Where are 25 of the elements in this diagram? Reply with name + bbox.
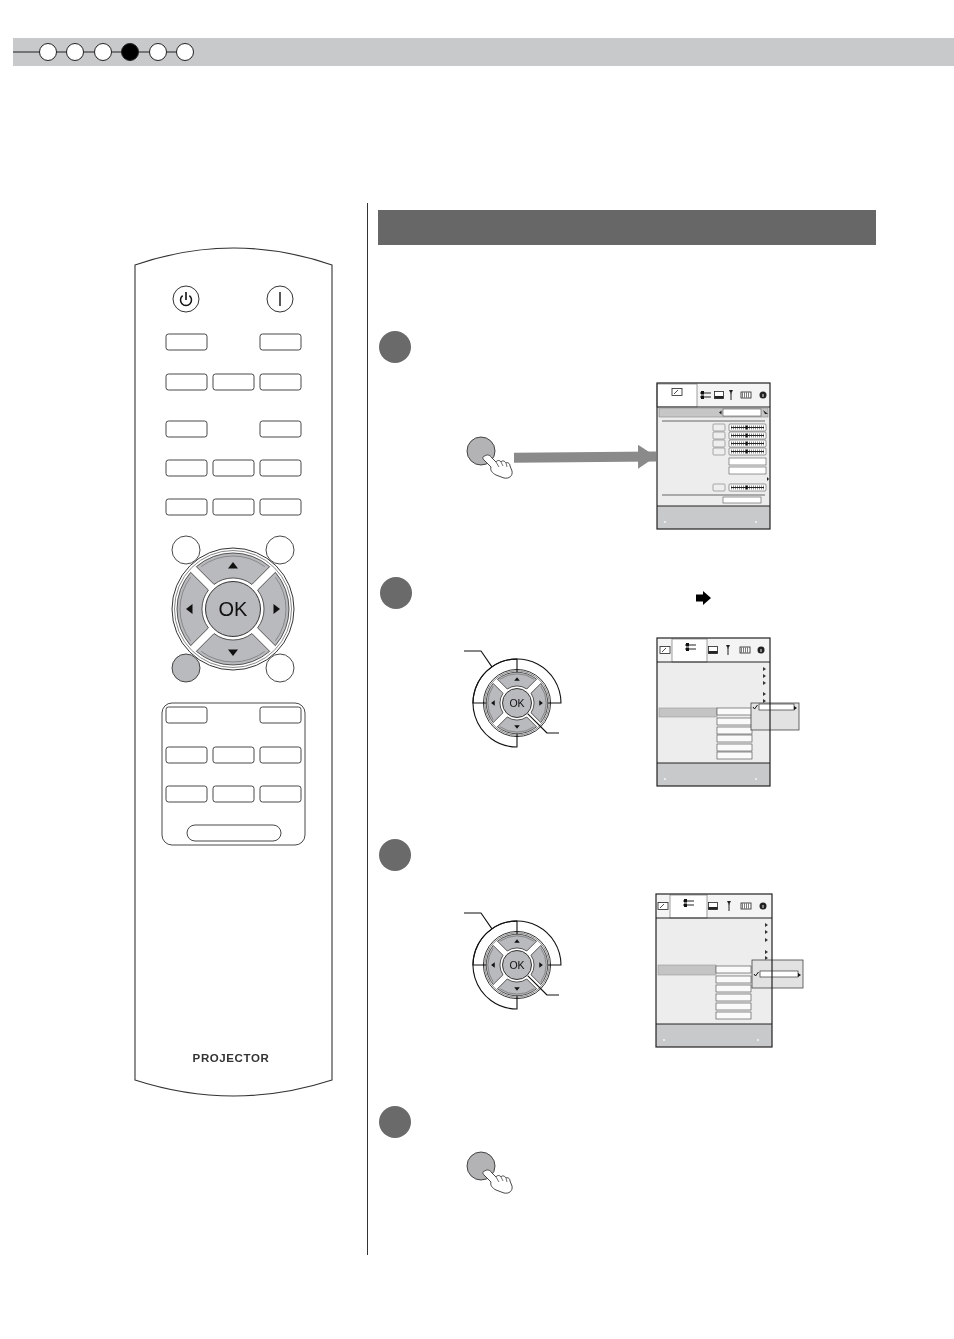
arrow-key <box>485 944 504 986</box>
leader-line <box>527 975 560 996</box>
arrow-key <box>496 978 538 997</box>
leader-line <box>463 912 493 930</box>
leader-line <box>472 666 518 748</box>
model-label: PROJECTOR <box>192 1053 270 1065</box>
remote-control <box>134 246 334 1098</box>
leader-line <box>463 650 493 668</box>
leader-line <box>527 713 560 734</box>
arrow-key <box>496 671 538 690</box>
menu-screenshot <box>656 637 801 787</box>
leader-line <box>491 920 562 966</box>
menu-screenshot <box>655 893 805 1048</box>
leader-line <box>472 928 518 1010</box>
arrow-key <box>496 933 538 952</box>
direction-pad <box>483 669 551 737</box>
arrow-key <box>496 716 538 735</box>
arrow <box>513 444 657 469</box>
arrow-key <box>485 682 504 724</box>
arrow-key <box>530 682 549 724</box>
button-press-icon <box>466 436 514 480</box>
direction-pad <box>483 931 551 999</box>
arrow-key <box>530 944 549 986</box>
leader-line <box>491 658 562 704</box>
menu-screenshot <box>656 382 771 530</box>
